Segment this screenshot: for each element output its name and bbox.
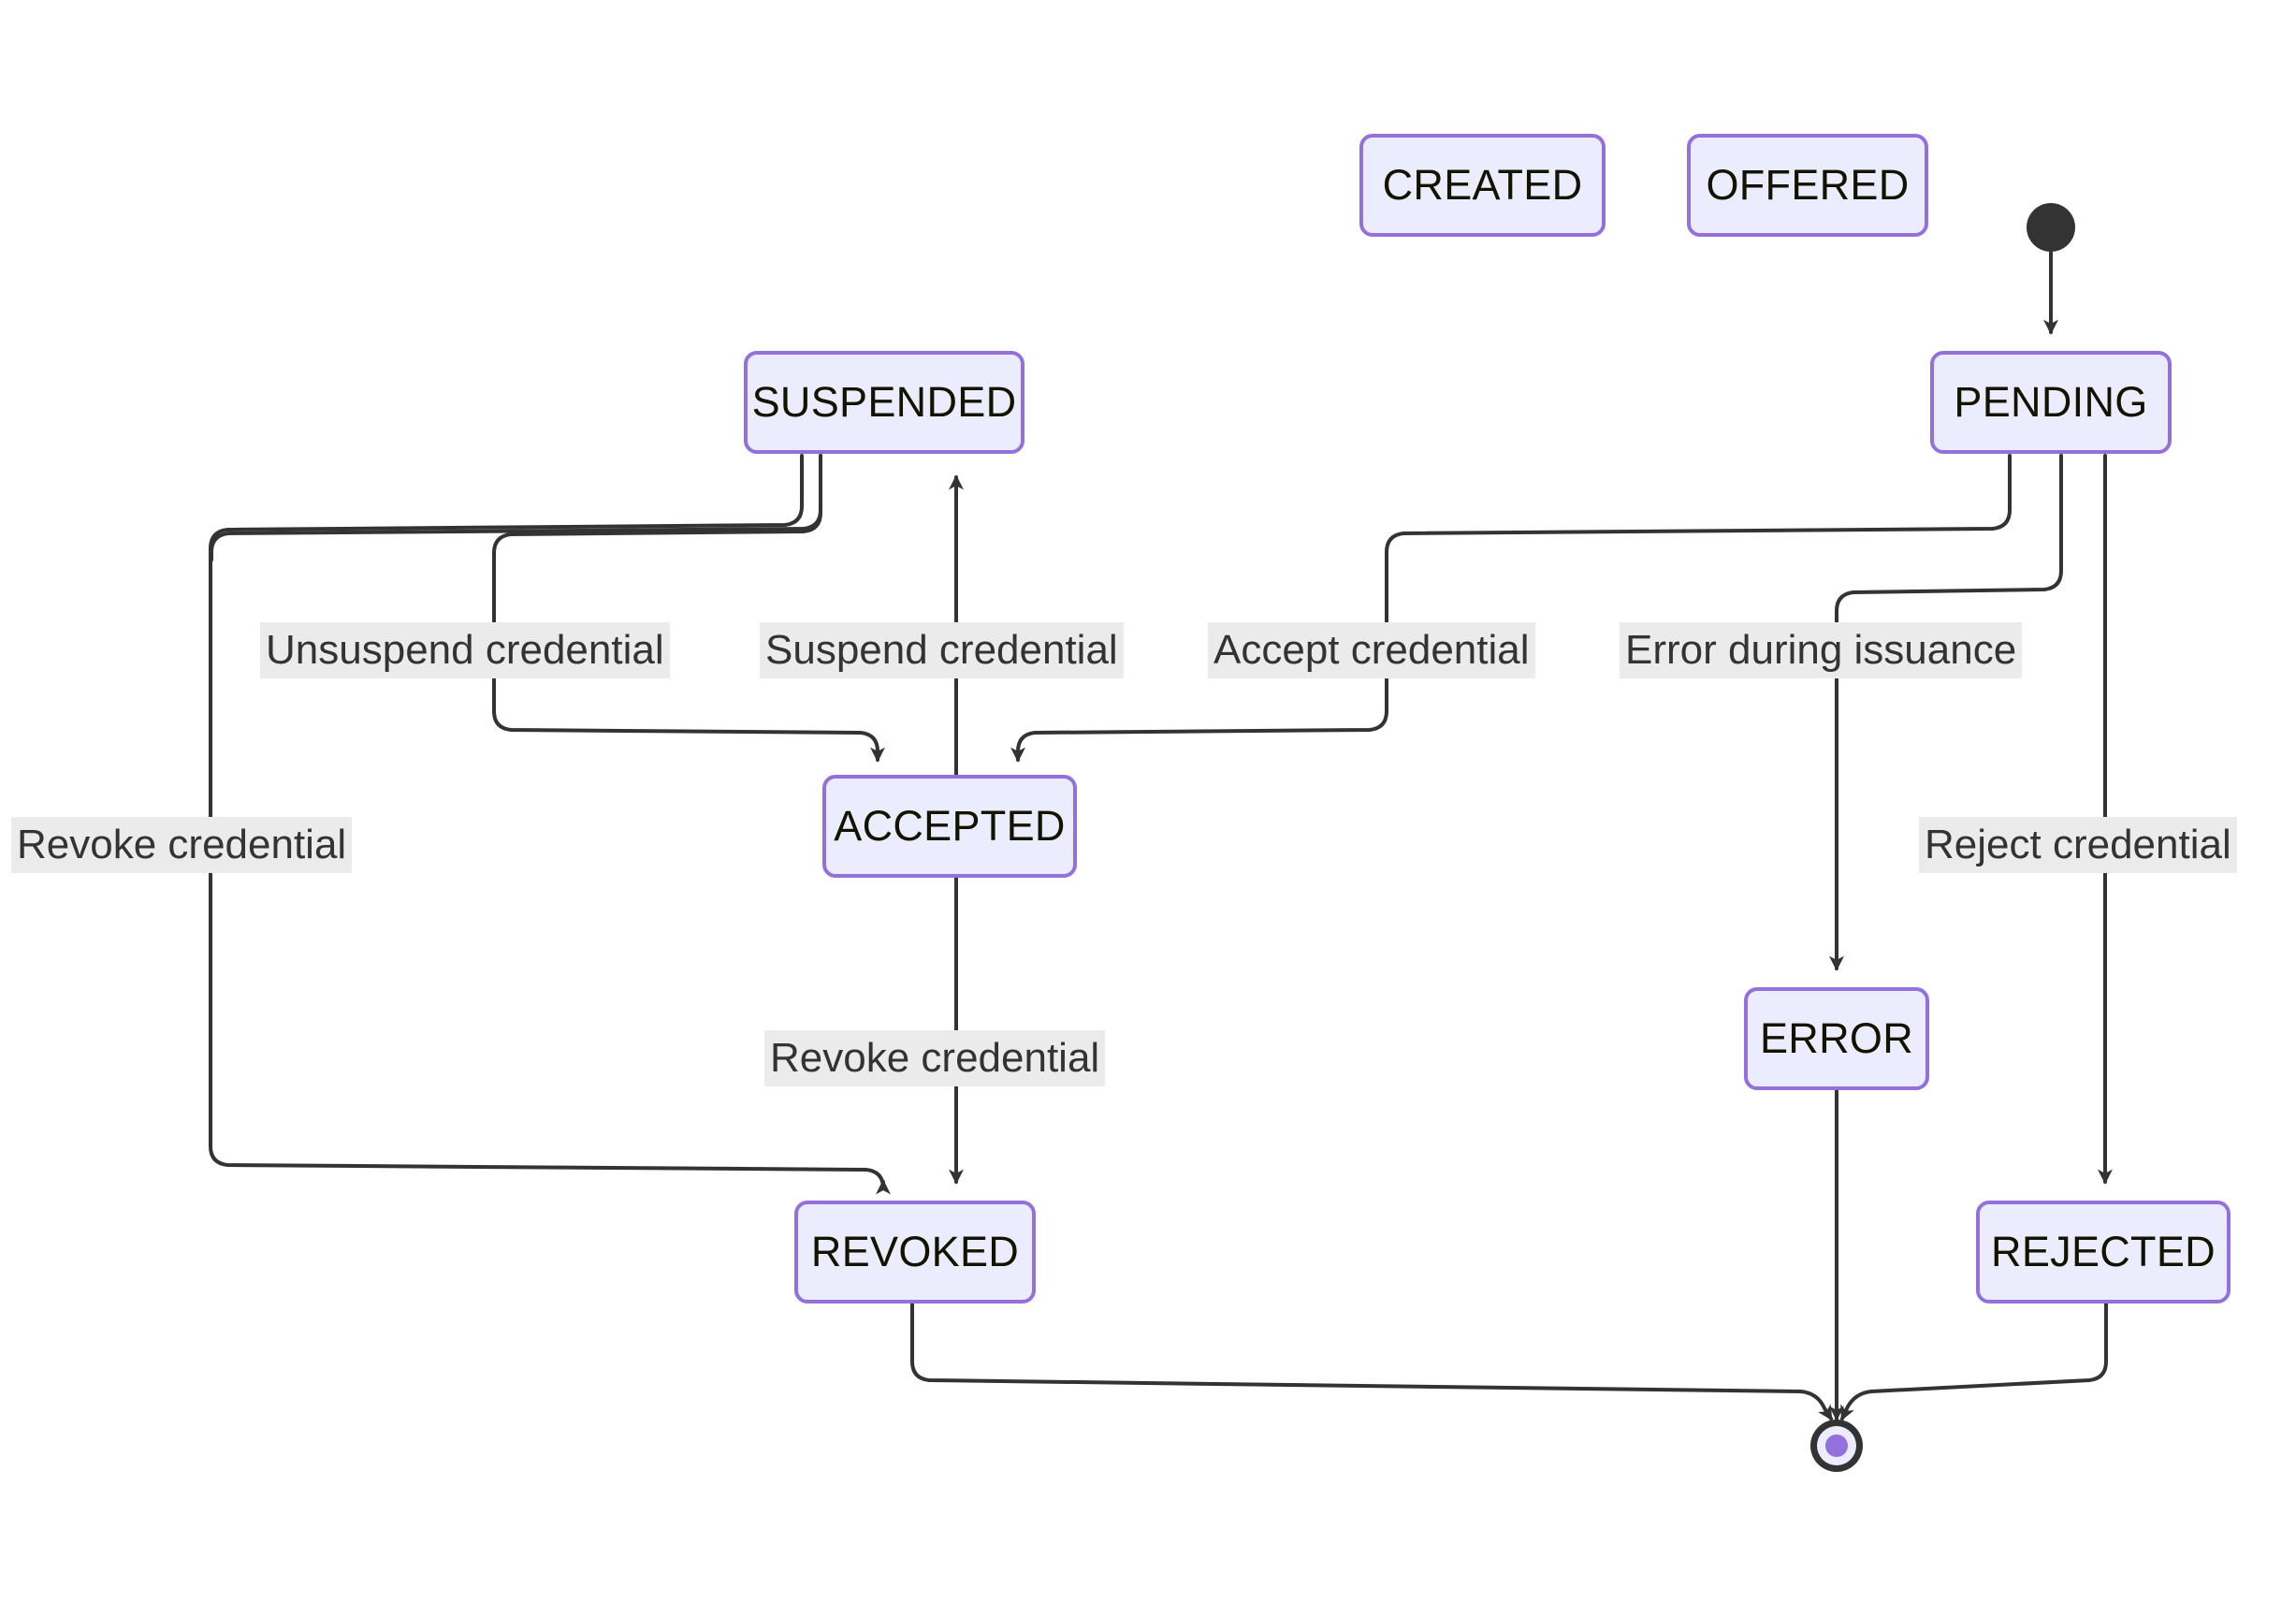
state-label-created: CREATED xyxy=(1382,161,1583,209)
edge-label-error-during-issuance: Error during issuance xyxy=(1620,622,2023,678)
state-label-rejected: REJECTED xyxy=(1991,1228,2216,1275)
state-label-accepted: ACCEPTED xyxy=(834,802,1066,850)
state-node-rejected[interactable]: REJECTED xyxy=(1976,1201,2231,1303)
edge-label-suspend-credential: Suspend credential xyxy=(760,622,1124,678)
edge-label-revoke-credential-middle: Revoke credential xyxy=(764,1030,1106,1086)
edge-label-reject-credential: Reject credential xyxy=(1919,817,2237,873)
edge-suspended-to-accepted xyxy=(210,454,822,561)
edge-pending-to-error xyxy=(1829,454,2063,971)
end-state-marker xyxy=(1810,1420,1863,1472)
state-node-pending[interactable]: PENDING xyxy=(1930,351,2172,454)
edge-revoked-to-end xyxy=(910,1302,1833,1421)
state-node-error[interactable]: ERROR xyxy=(1744,987,1929,1090)
state-node-created[interactable]: CREATED xyxy=(1359,134,1606,237)
start-state-marker xyxy=(2027,203,2075,252)
edge-unsuspend-rail xyxy=(492,454,885,763)
state-node-offered[interactable]: OFFERED xyxy=(1687,134,1928,237)
state-node-accepted[interactable]: ACCEPTED xyxy=(822,775,1077,878)
edge-label-accept-credential: Accept credential xyxy=(1208,622,1535,678)
state-label-offered: OFFERED xyxy=(1706,161,1910,209)
state-label-suspended: SUSPENDED xyxy=(751,378,1017,426)
state-label-error: ERROR xyxy=(1759,1014,1913,1062)
edge-label-unsuspend-credential: Unsuspend credential xyxy=(260,622,670,678)
state-label-revoked: REVOKED xyxy=(810,1228,1020,1275)
state-node-revoked[interactable]: REVOKED xyxy=(794,1201,1036,1303)
edge-pending-to-accepted xyxy=(1010,454,2012,763)
state-node-suspended[interactable]: SUSPENDED xyxy=(744,351,1024,454)
edge-rejected-to-end xyxy=(1840,1302,2108,1421)
state-label-pending: PENDING xyxy=(1954,378,2148,426)
edge-label-revoke-credential-left: Revoke credential xyxy=(11,817,353,873)
